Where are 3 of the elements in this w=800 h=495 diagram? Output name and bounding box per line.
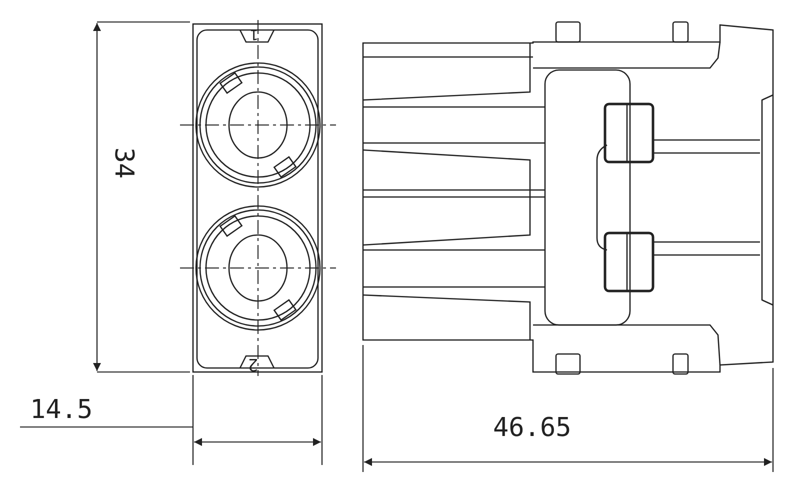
dimension-value: 46.65 [493, 415, 572, 441]
dimension-value: 34 [110, 147, 137, 179]
dimension-value: 14.5 [30, 397, 93, 423]
